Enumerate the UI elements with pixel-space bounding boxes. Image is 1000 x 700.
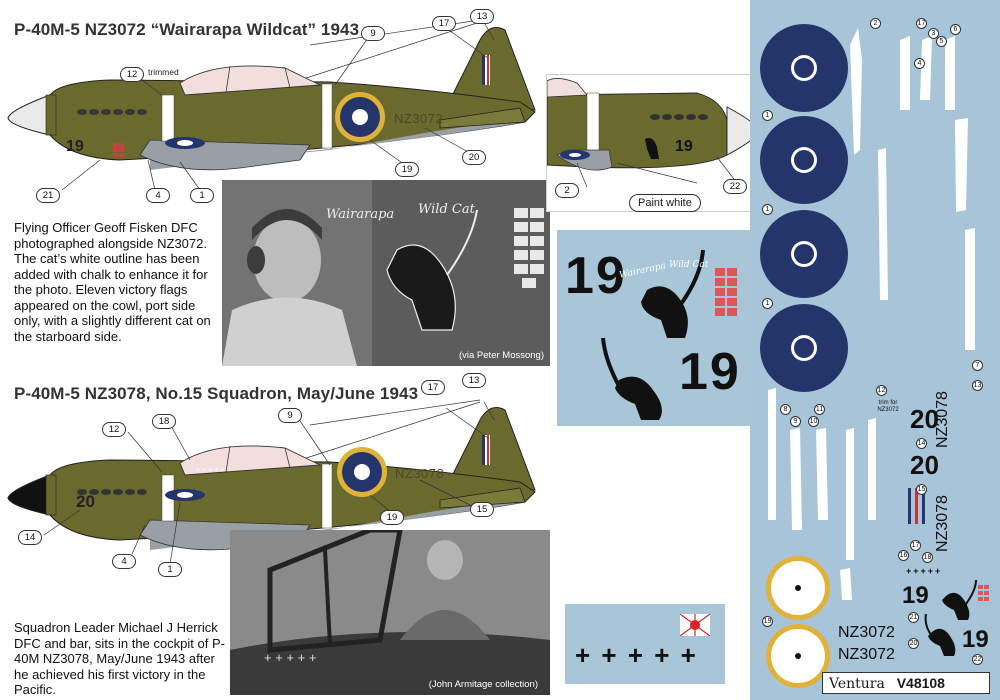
- callout2-1: 1: [158, 562, 182, 577]
- photo2-credit: (John Armitage collection): [428, 679, 538, 690]
- photo1-caption: Flying Officer Geoff Fisken DFC photogra…: [14, 220, 211, 344]
- sheet-num-20: 20: [908, 638, 919, 649]
- sheet-nz3072-a: NZ3072: [838, 624, 895, 641]
- callout2-17: 17: [421, 380, 445, 395]
- svg-text:+ + + + +: + + + + +: [196, 467, 224, 474]
- callout-2: 2: [555, 183, 579, 198]
- callout2-12: 12: [102, 422, 126, 437]
- aircraft2-fuselage-code: NZ3078: [395, 466, 445, 481]
- aircraft1-fuselage-code: NZ3072: [394, 111, 444, 126]
- sheet-num-11: 11: [814, 404, 825, 415]
- cat-decal-number-left: 19: [565, 247, 627, 305]
- starboard-inset: 19 2 22 Paint white: [546, 74, 760, 212]
- callout2-19: 19: [380, 510, 404, 525]
- svg-text:+ + + + +: + + + + +: [264, 650, 316, 665]
- photo2-caption: Squadron Leader Michael J Herrick DFC an…: [14, 620, 225, 697]
- sheet-num-5: 5: [936, 36, 947, 47]
- cat-decal-script-2: Wild Cat: [669, 260, 709, 270]
- photo-fisken: Wairarapa Wild Cat (via Peter Mossong): [222, 180, 550, 366]
- sheet-code-20b: 20: [910, 450, 939, 480]
- decal-sheet-artwork: [760, 24, 989, 688]
- paint-white-note: Paint white: [629, 194, 701, 212]
- sheet-num-16: 16: [898, 550, 909, 561]
- decal-sheet: 2 17 6 3 5 4 1 1 1 7 13 12 8 9 10 11 tri…: [750, 0, 1000, 700]
- callout2-13: 13: [462, 373, 486, 388]
- callout-17: 17: [432, 16, 456, 31]
- sheet-num-2: 2: [870, 18, 881, 29]
- sheet-code-20a: 20: [910, 404, 939, 434]
- callout-9: 9: [361, 26, 385, 41]
- sheet-num-17: 17: [916, 18, 927, 29]
- sheet-trim-note: trim for NZ3072: [877, 400, 899, 413]
- aircraft1-nose-number: 19: [66, 138, 84, 155]
- sheet-number-19b: 19: [962, 626, 989, 653]
- callout2-14: 14: [18, 530, 42, 545]
- callout-1: 1: [190, 188, 214, 203]
- sheet-num-1c: 1: [762, 298, 773, 309]
- photo-fisken-illustration: [222, 180, 550, 366]
- sheet-num-21: 21: [908, 612, 919, 623]
- aircraft1-title: P-40M-5 NZ3072 “Wairarapa Wildcat” 1943: [14, 20, 360, 39]
- sheet-num-18: 18: [922, 552, 933, 563]
- cat-decal-illustration: [601, 249, 737, 420]
- sheet-num-7: 7: [972, 360, 983, 371]
- callout-20: 20: [462, 150, 486, 165]
- sheet-num-19: 19: [762, 616, 773, 627]
- cat-decal-preview: 19 19 Wairarapa Wild Cat: [557, 230, 755, 426]
- sheet-code: V48108: [896, 675, 945, 691]
- callout-4: 4: [146, 188, 170, 203]
- sheet-num-17b: 17: [910, 540, 921, 551]
- photo1-credit: (via Peter Mossong): [458, 350, 544, 361]
- sheet-num-3: 3: [928, 28, 939, 39]
- sheet-num-13: 13: [972, 380, 983, 391]
- trimmed-note: trimmed: [148, 67, 179, 77]
- crosses-decal-preview: + + + + +: [565, 604, 725, 684]
- photo-herrick: + + + + + (John Armitage collection): [230, 530, 550, 695]
- sheet-num-4: 4: [914, 58, 925, 69]
- sheet-number-19a: 19: [902, 582, 929, 609]
- callout2-9: 9: [278, 408, 302, 423]
- sheet-num-14: 14: [916, 438, 927, 449]
- sheet-num-8: 8: [780, 404, 791, 415]
- aircraft2-nose-number: 20: [76, 492, 95, 511]
- inset-number: 19: [675, 138, 693, 155]
- callout-13: 13: [470, 9, 494, 24]
- aircraft1-profile: [7, 19, 536, 191]
- sheet-brand-box: Ventura V48108: [822, 672, 990, 694]
- crosses-decal-marks: + + + + +: [575, 640, 698, 670]
- sheet-num-10: 10: [808, 416, 819, 427]
- callout-19: 19: [395, 162, 419, 177]
- starboard-nose-illustration: [546, 78, 760, 188]
- callout2-18: 18: [152, 414, 176, 429]
- sheet-num-1a: 1: [762, 110, 773, 121]
- callout-22: 22: [723, 179, 747, 194]
- rising-sun-flag-icon: [680, 614, 710, 636]
- brand-name: Ventura: [829, 676, 885, 692]
- photo1-script-2: Wild Cat: [418, 202, 475, 217]
- callout-12: 12: [120, 67, 144, 82]
- sheet-crosses: +++++: [906, 566, 943, 576]
- sheet-vertical-code-2: NZ3078: [934, 495, 951, 552]
- callout-21: 21: [36, 188, 60, 203]
- callout2-4: 4: [112, 554, 136, 569]
- sheet-num-22: 22: [972, 654, 983, 665]
- photo-herrick-illustration: + + + + +: [230, 530, 550, 695]
- sheet-num-1b: 1: [762, 204, 773, 215]
- sheet-num-9: 9: [790, 416, 801, 427]
- aircraft2-title: P-40M-5 NZ3078, No.15 Squadron, May/June…: [14, 384, 419, 403]
- sheet-nz3072-b: NZ3072: [838, 646, 895, 663]
- sheet-num-6: 6: [950, 24, 961, 35]
- sheet-num-15: 15: [916, 484, 927, 495]
- sheet-num-12: 12: [876, 385, 887, 396]
- cat-decal-number-right: 19: [679, 343, 741, 401]
- callout2-15: 15: [470, 502, 494, 517]
- photo1-script-1: Wairarapa: [326, 207, 395, 222]
- sheet-vertical-code-1: NZ3078: [934, 391, 951, 448]
